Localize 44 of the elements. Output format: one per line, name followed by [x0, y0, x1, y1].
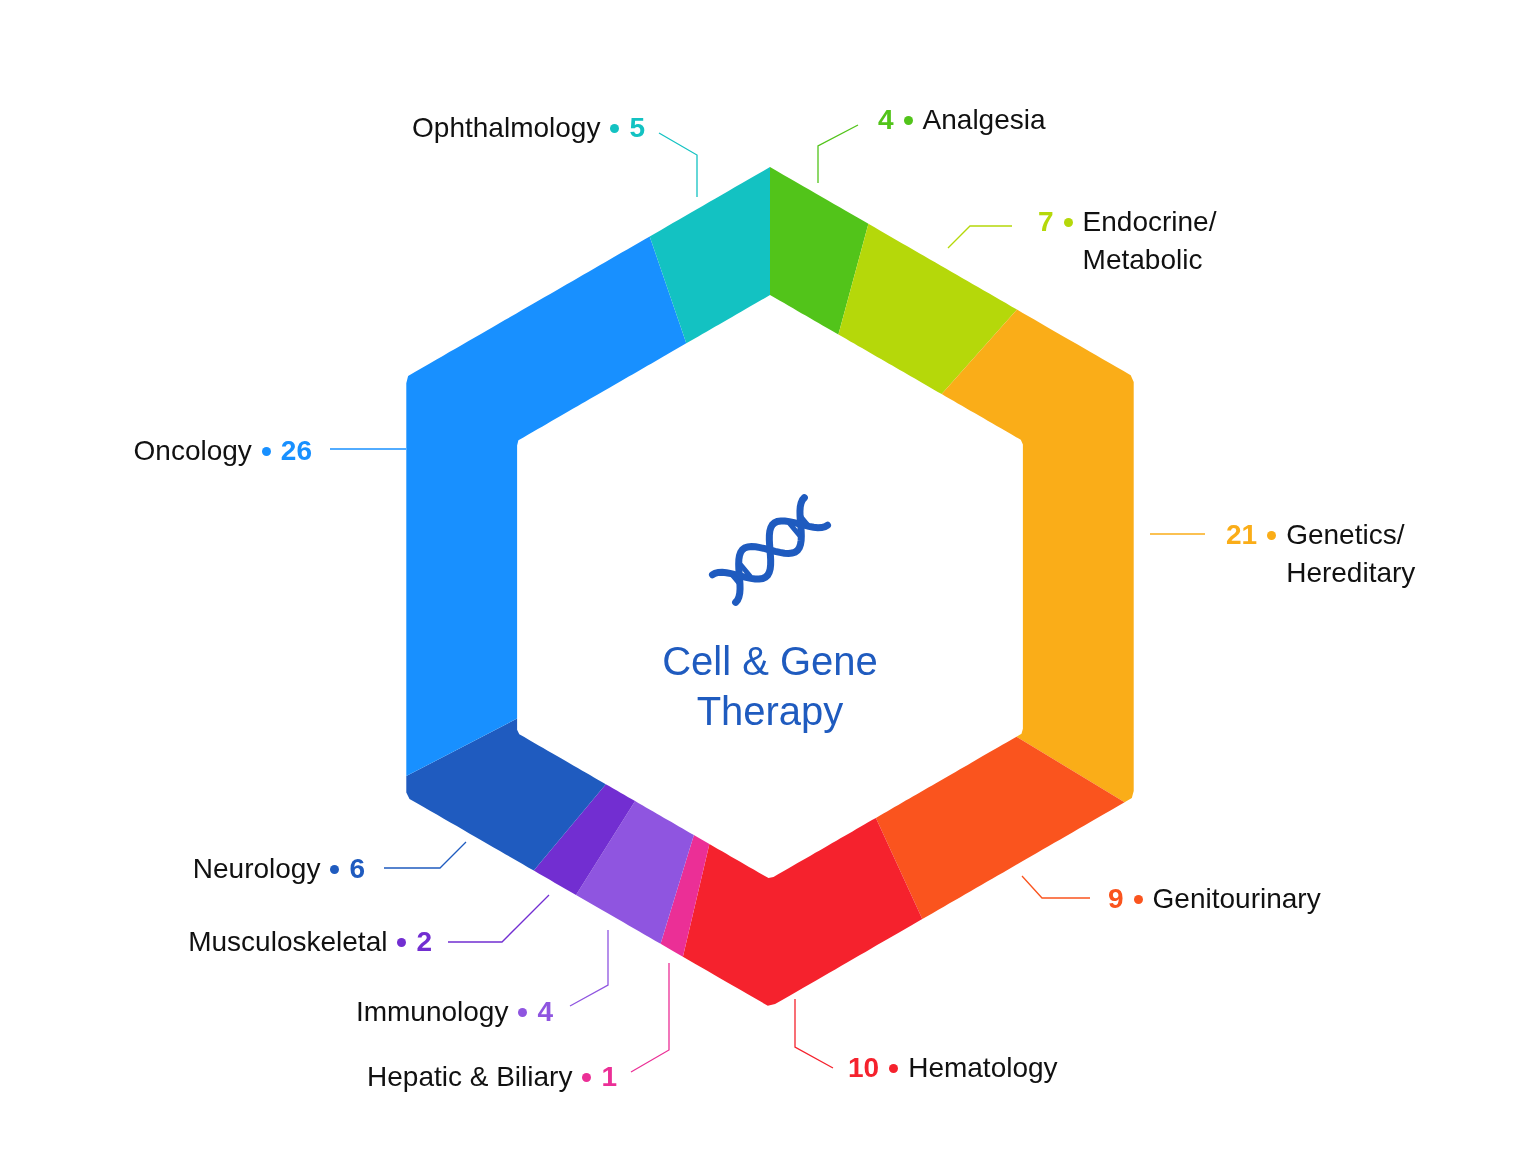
category-label: Neurology — [192, 852, 321, 886]
leader-line — [329, 448, 407, 450]
ring-segment — [682, 817, 923, 1006]
value-label: 21 — [1226, 518, 1258, 552]
leader-line — [1149, 533, 1206, 535]
ring-segment — [770, 167, 869, 335]
value-label: 9 — [1108, 882, 1124, 916]
ring-segment — [533, 784, 636, 895]
leader-line — [383, 841, 467, 869]
value-label: 2 — [416, 925, 432, 959]
category-label: Genitourinary — [1152, 882, 1321, 916]
value-label: 1 — [601, 1060, 617, 1094]
category-label: Endocrine/ Metabolic — [1082, 205, 1218, 277]
value-label: 26 — [280, 434, 312, 468]
ring-segment — [838, 223, 1017, 395]
value-label: 7 — [1038, 205, 1054, 239]
leader-line — [947, 225, 1013, 249]
leader-line — [569, 929, 609, 1007]
category-label: Oncology — [133, 434, 252, 468]
category-label: Musculoskeletal — [188, 925, 388, 959]
value-label: 4 — [878, 103, 894, 137]
leader-line — [817, 124, 859, 184]
value-label: 6 — [349, 852, 365, 886]
category-label: Hematology — [908, 1051, 1058, 1085]
leader-line — [447, 894, 550, 943]
category-label: Hepatic & Biliary — [367, 1060, 573, 1094]
value-label: 10 — [848, 1051, 880, 1085]
category-label: Analgesia — [922, 103, 1046, 137]
value-label: 5 — [629, 111, 645, 145]
leader-line — [630, 962, 670, 1073]
ring-segment — [660, 835, 710, 957]
category-label: Genetics/ Hereditary — [1286, 518, 1417, 590]
ring-segment — [875, 736, 1125, 920]
ring-segment — [649, 167, 770, 344]
ring-segment — [406, 718, 606, 871]
value-label: 4 — [537, 995, 553, 1029]
category-label: Ophthalmology — [412, 111, 601, 145]
leader-line — [794, 998, 834, 1069]
category-label: Immunology — [355, 995, 509, 1029]
ring-segment — [941, 309, 1134, 803]
leader-line — [658, 132, 698, 198]
ring-segment — [576, 801, 694, 944]
leader-line — [1021, 875, 1091, 899]
center-title: Cell & Gene Therapy — [620, 636, 920, 736]
